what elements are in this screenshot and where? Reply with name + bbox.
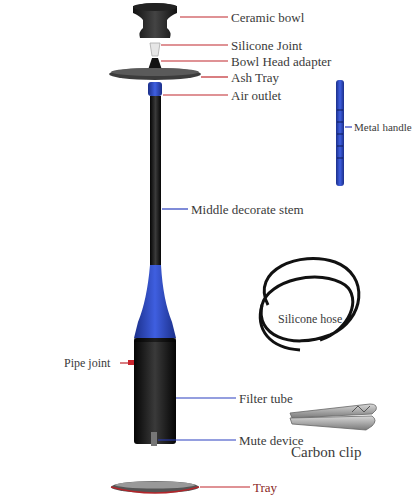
part-label: Ash Tray — [231, 71, 279, 84]
part-label: Bowl Head adapter — [231, 55, 331, 68]
tray-rim-red — [111, 487, 199, 493]
silicone-joint — [150, 43, 160, 56]
air-outlet — [148, 82, 162, 96]
tray-top — [115, 482, 195, 489]
part-label: Metal handle — [354, 122, 412, 133]
tray — [111, 481, 199, 493]
bowl-rim — [133, 3, 177, 11]
filter-tube — [134, 338, 176, 444]
handle-grooves — [337, 110, 343, 158]
part-label: Silicone Joint — [231, 39, 302, 52]
ash-tray — [109, 68, 201, 80]
filter-tube-shade — [134, 338, 176, 342]
part-label: Middle decorate stem — [191, 203, 304, 216]
blue-base-stem — [134, 265, 176, 338]
part-label: Carbon clip — [291, 445, 361, 460]
metal-handle — [336, 80, 344, 186]
silicone-hose — [260, 259, 359, 350]
middle-stem — [150, 96, 161, 268]
mute-device — [151, 432, 157, 446]
part-label: Air outlet — [231, 89, 281, 102]
part-label: Silicone hose — [278, 313, 342, 325]
ash-tray-top — [111, 68, 199, 76]
leader-lines — [120, 17, 352, 487]
ceramic-bowl — [133, 3, 177, 38]
part-label: Filter tube — [239, 392, 293, 405]
part-label: Ceramic bowl — [231, 11, 304, 24]
carbon-clip — [290, 404, 376, 430]
part-label: Pipe joint — [64, 357, 110, 369]
part-label: Tray — [253, 481, 277, 494]
